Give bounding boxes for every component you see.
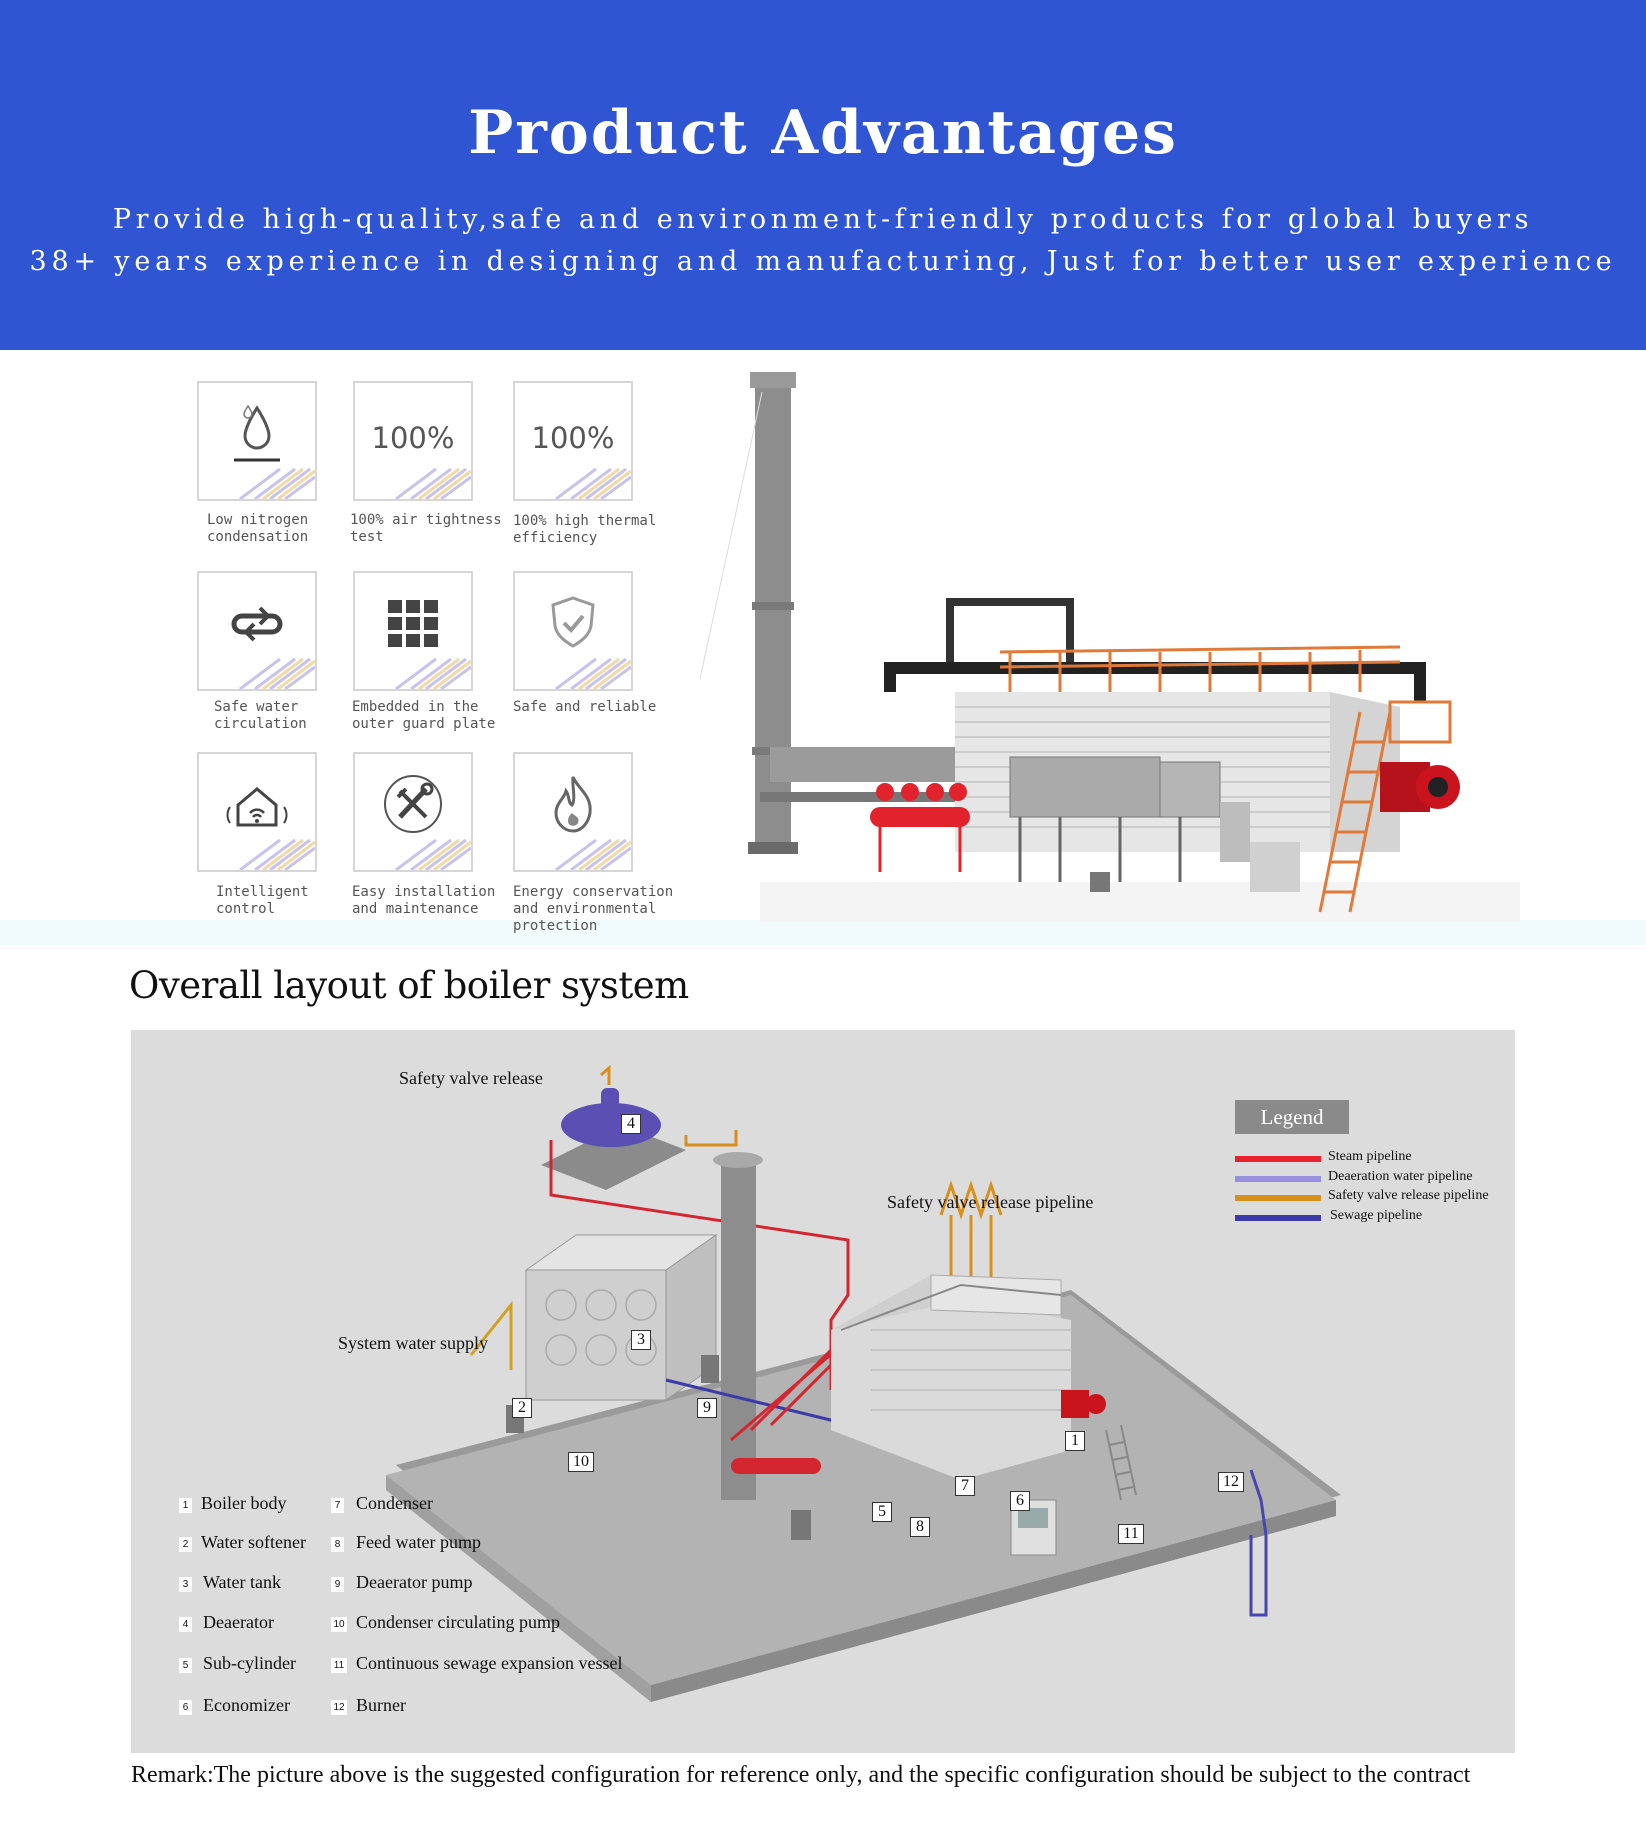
key-label: Economizer xyxy=(203,1695,290,1715)
card-decoration-stripes xyxy=(239,657,315,689)
key-label: Water softener xyxy=(201,1532,306,1552)
boiler-product-illustration xyxy=(700,372,1520,922)
component-marker: 2 xyxy=(512,1398,532,1418)
key-label: Feed water pump xyxy=(356,1532,481,1552)
key-label: Sub-cylinder xyxy=(203,1653,296,1673)
legend-label: Safety valve release pipeline xyxy=(1328,1188,1489,1203)
percent-text-icon: 100% xyxy=(371,421,455,455)
component-marker: 11 xyxy=(1118,1524,1144,1544)
advantage-card-thermal-efficiency: 100% xyxy=(513,381,633,501)
key-number: 3 xyxy=(179,1577,192,1592)
card-decoration-stripes xyxy=(395,657,471,689)
key-number: 11 xyxy=(331,1658,347,1673)
banner-subtitle-1: Provide high-quality,safe and environmen… xyxy=(112,204,1534,235)
advantage-label: Easy installation and maintenance xyxy=(352,884,496,917)
key-label: Deaerator pump xyxy=(356,1572,473,1592)
component-marker: 8 xyxy=(910,1517,930,1537)
key-number: 4 xyxy=(179,1617,192,1632)
key-number: 8 xyxy=(331,1537,344,1552)
grid-plate-icon xyxy=(355,573,471,673)
key-label: Continuous sewage expansion vessel xyxy=(356,1653,623,1673)
advantage-label: 100% air tightness test xyxy=(350,512,502,545)
advantage-card-energy-conservation xyxy=(513,752,633,872)
advantage-label: Safe water circulation xyxy=(214,699,307,732)
advantage-label: Embedded in the outer guard plate xyxy=(352,699,496,732)
boiler-system-illustration xyxy=(386,1064,1341,1702)
shield-check-icon xyxy=(515,573,631,673)
advantage-label: Low nitrogen condensation xyxy=(207,512,309,545)
legend-label: Sewage pipeline xyxy=(1330,1208,1423,1223)
water-drop-icon xyxy=(199,383,315,483)
component-marker: 10 xyxy=(568,1452,594,1472)
legend-swatch-sewage xyxy=(1235,1215,1321,1221)
key-label: Burner xyxy=(356,1695,406,1715)
legend-swatch-steam xyxy=(1235,1156,1321,1162)
legend-label: Steam pipeline xyxy=(1328,1149,1412,1164)
smart-home-icon xyxy=(199,754,315,854)
component-marker: 7 xyxy=(955,1476,975,1496)
banner-subtitle-2: 38+ years experience in designing and ma… xyxy=(29,246,1617,277)
advantage-label: Safe and reliable xyxy=(513,699,657,715)
key-label: Condenser xyxy=(356,1493,433,1513)
card-decoration-stripes xyxy=(395,838,471,870)
key-number: 2 xyxy=(179,1537,192,1552)
key-label: Deaerator xyxy=(203,1612,274,1632)
advantage-card-easy-installation xyxy=(353,752,473,872)
key-number: 12 xyxy=(331,1700,347,1715)
card-decoration-stripes xyxy=(239,838,315,870)
banner xyxy=(0,0,1646,350)
key-number: 7 xyxy=(331,1498,344,1513)
component-marker: 3 xyxy=(631,1330,651,1350)
callout-system-water-supply: System water supply xyxy=(338,1333,488,1353)
key-number: 1 xyxy=(179,1498,192,1513)
card-decoration-stripes xyxy=(555,657,631,689)
advantage-card-outer-guard-plate xyxy=(353,571,473,691)
component-marker: 4 xyxy=(621,1114,641,1134)
advantage-card-water-circulation xyxy=(197,571,317,691)
key-label: Condenser circulating pump xyxy=(356,1612,560,1632)
key-number: 5 xyxy=(179,1658,192,1673)
tools-icon xyxy=(355,754,471,854)
boiler-system-layout-diagram: Safety valve release Safety valve releas… xyxy=(131,1030,1515,1753)
legend-swatch-safety-valve xyxy=(1235,1195,1321,1201)
card-decoration-stripes xyxy=(395,467,471,499)
key-number: 6 xyxy=(179,1700,192,1715)
flame-icon xyxy=(515,754,631,854)
component-marker: 5 xyxy=(872,1502,892,1522)
callout-safety-valve-release: Safety valve release xyxy=(399,1068,543,1088)
key-number: 9 xyxy=(331,1577,344,1592)
key-label: Water tank xyxy=(203,1572,282,1592)
banner-title: Product Advantages xyxy=(468,98,1178,168)
advantage-card-air-tightness: 100% xyxy=(353,381,473,501)
advantage-label: 100% high thermal efficiency xyxy=(513,513,657,546)
card-decoration-stripes xyxy=(555,467,631,499)
component-marker: 6 xyxy=(1010,1491,1030,1511)
card-decoration-stripes xyxy=(555,838,631,870)
percent-text-icon: 100% xyxy=(531,421,615,455)
advantage-card-low-nitrogen xyxy=(197,381,317,501)
circulation-icon xyxy=(199,573,315,673)
remark-text: Remark:The picture above is the suggeste… xyxy=(131,1762,1471,1788)
component-marker: 9 xyxy=(697,1398,717,1418)
advantage-card-intelligent-control xyxy=(197,752,317,872)
callout-safety-valve-release-pipeline: Safety valve release pipeline xyxy=(887,1192,1094,1212)
advantage-label: Intelligent control xyxy=(216,884,309,917)
layout-section-title: Overall layout of boiler system xyxy=(129,964,689,1007)
key-number: 10 xyxy=(331,1617,347,1632)
advantages-bottom-band xyxy=(0,920,1646,945)
legend-label: Deaeration water pipeline xyxy=(1328,1169,1473,1184)
component-marker: 12 xyxy=(1218,1472,1244,1492)
key-label: Boiler body xyxy=(201,1493,287,1513)
legend-swatch-deaeration xyxy=(1235,1176,1321,1182)
advantage-card-safe-reliable xyxy=(513,571,633,691)
legend-title: Legend xyxy=(1235,1100,1349,1134)
component-marker: 1 xyxy=(1065,1431,1085,1451)
card-decoration-stripes xyxy=(239,467,315,499)
advantage-label: Energy conservation and environmental pr… xyxy=(513,884,674,934)
